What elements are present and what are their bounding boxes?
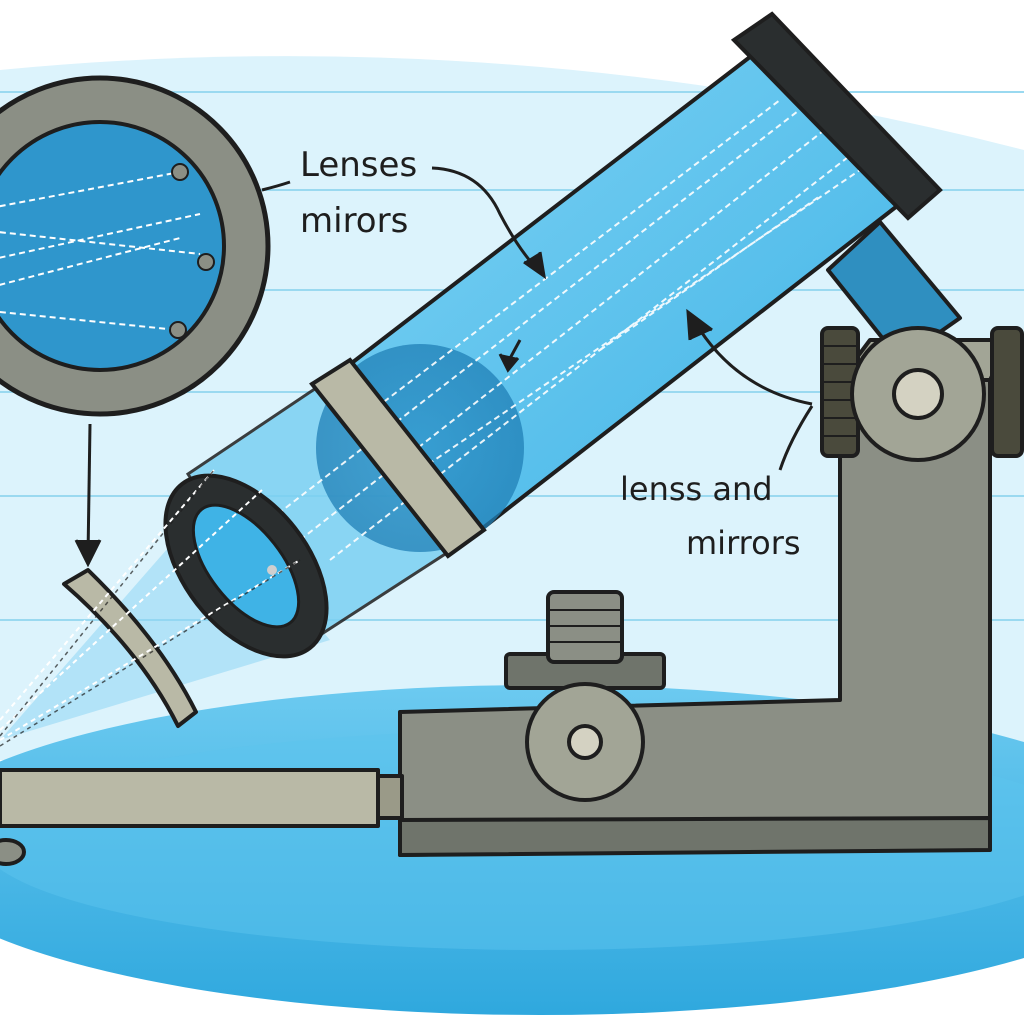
support-arm: [826, 220, 962, 362]
rail: [0, 768, 404, 866]
mirror-plate: [62, 568, 198, 728]
telescope-tube: [163, 11, 943, 659]
magnified-inset: [0, 75, 291, 417]
label-lenss-and: lenss and: [620, 470, 773, 508]
label-mirors: mirors: [300, 201, 409, 241]
callout-arrows: [74, 166, 814, 568]
pivot-knob: [820, 326, 1024, 462]
label-lenses: Lenses: [300, 145, 418, 185]
base-knob: [504, 590, 666, 802]
label-mirrors: mirrors: [686, 524, 801, 562]
eyepiece-ring: [163, 473, 329, 659]
